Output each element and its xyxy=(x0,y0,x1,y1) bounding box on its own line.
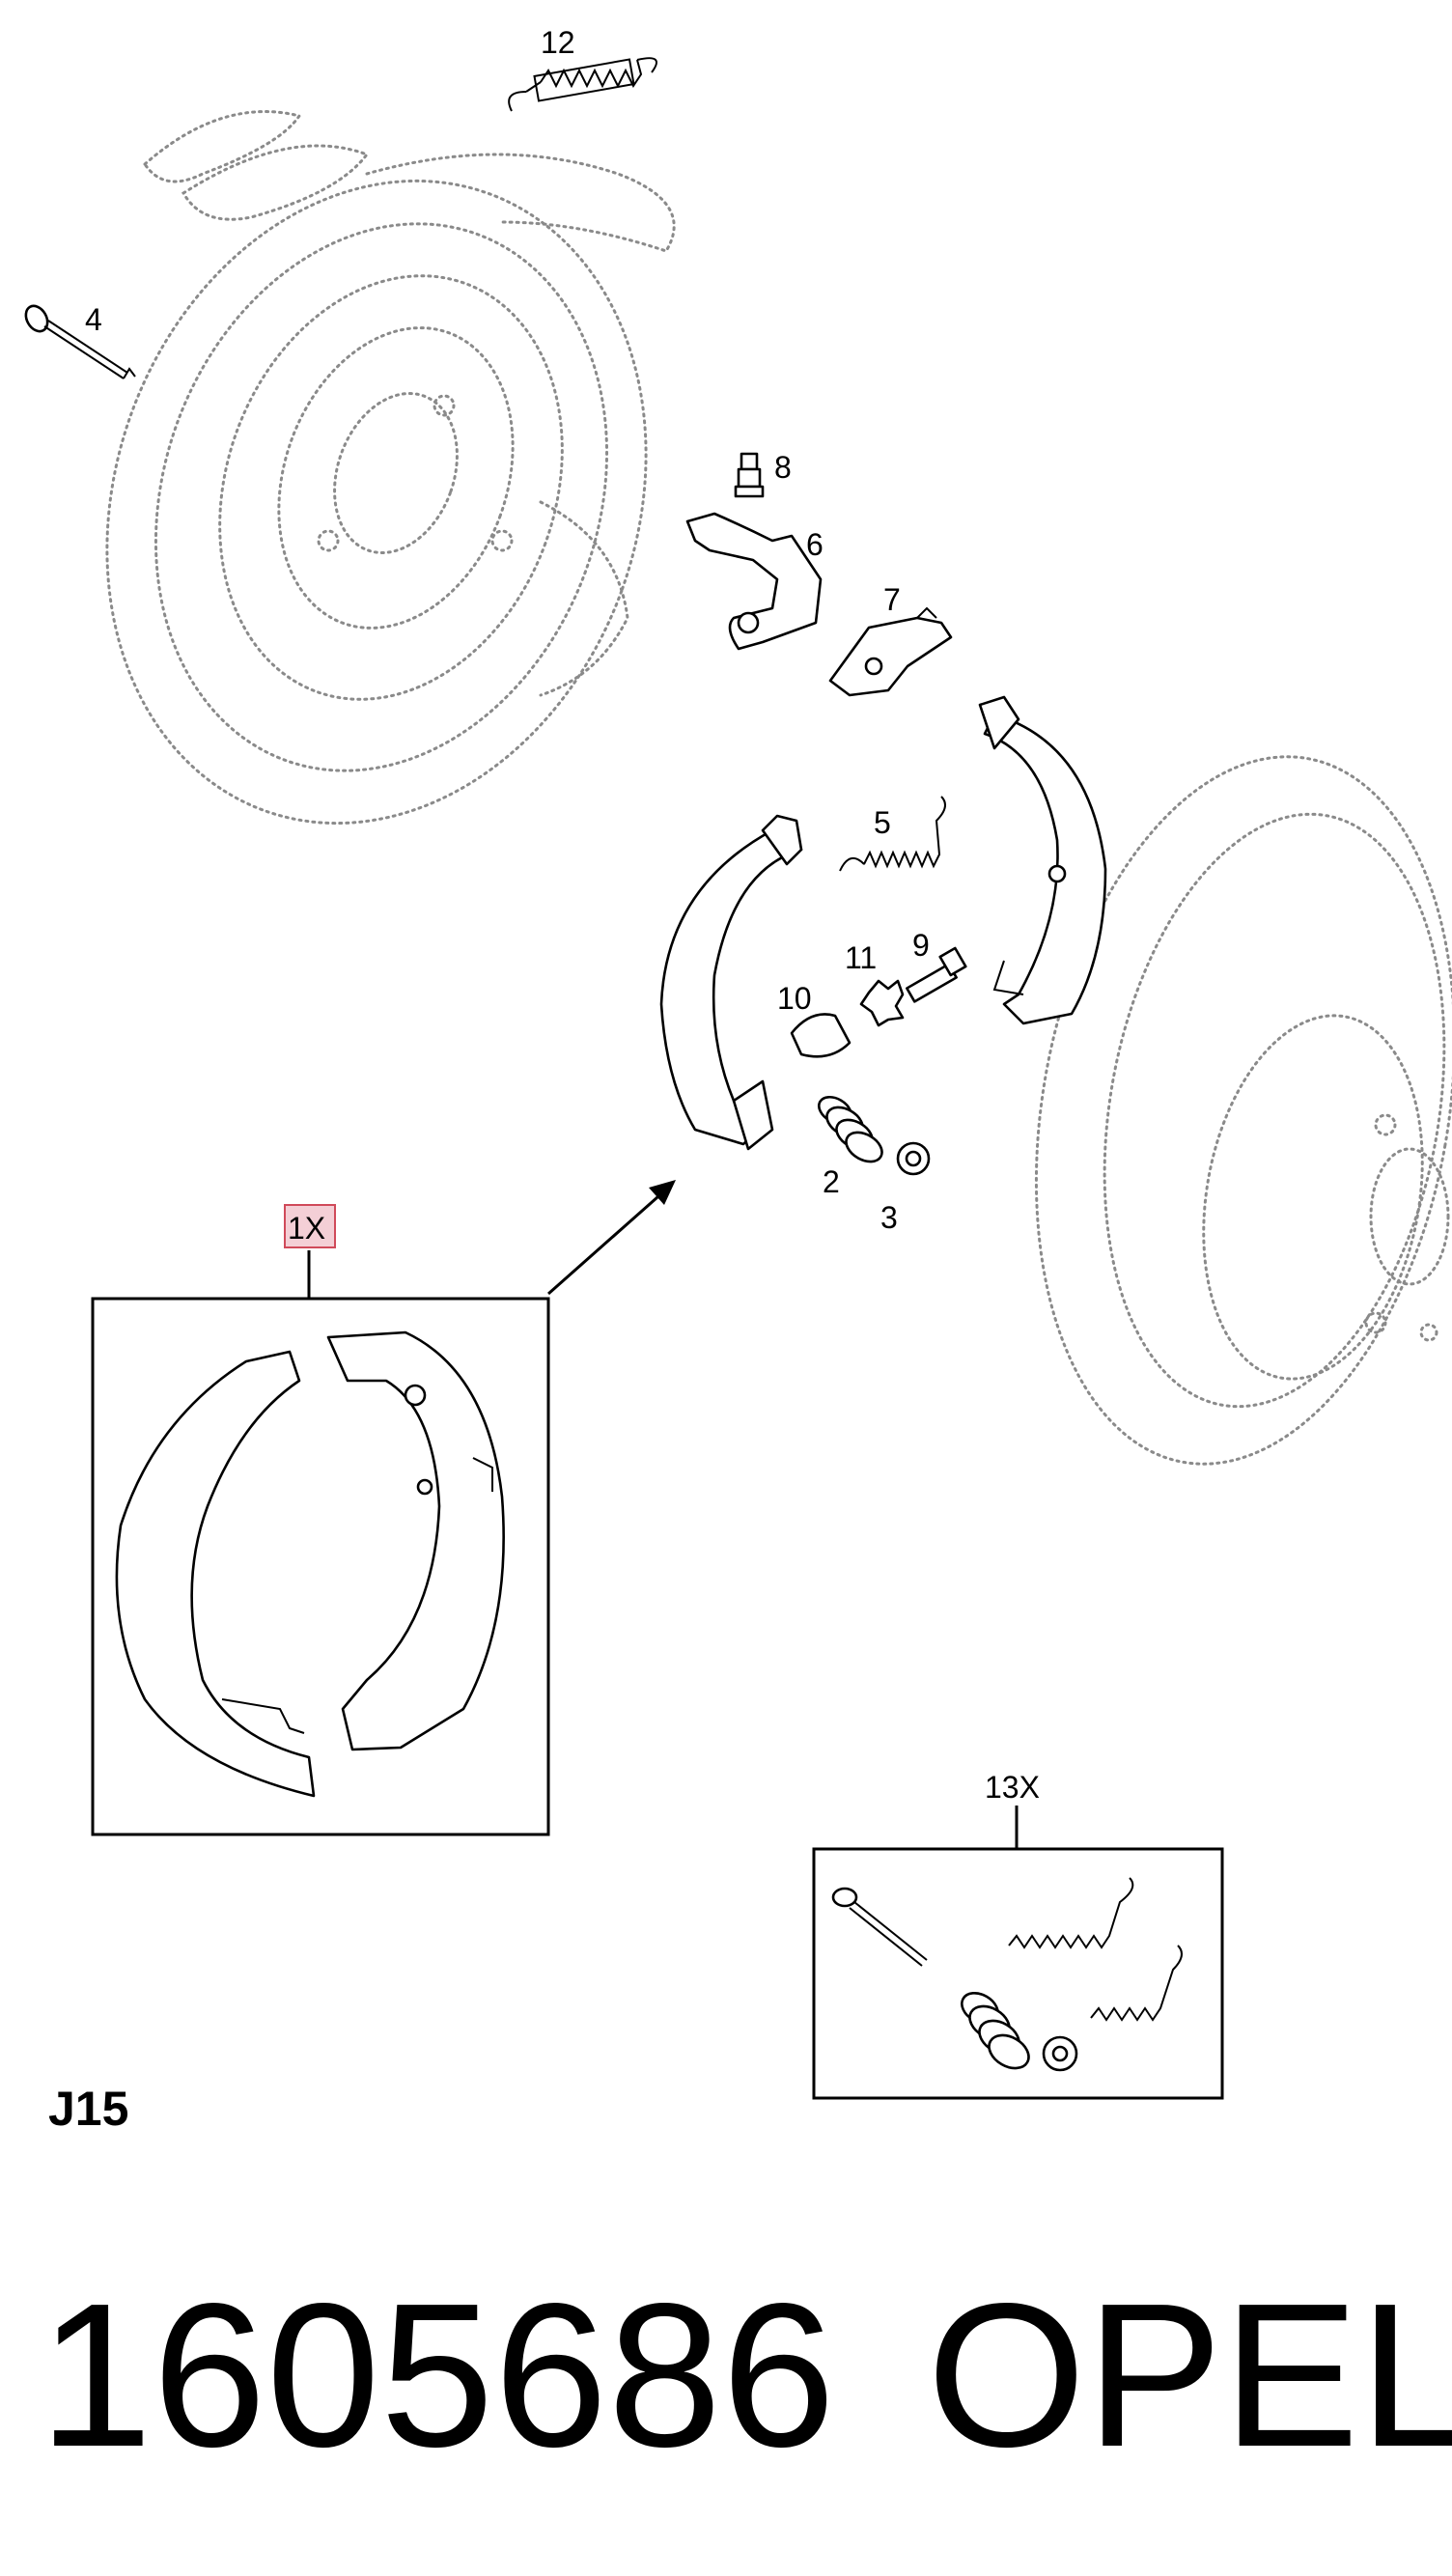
kit-1x-box xyxy=(91,1250,550,1836)
callout-4: 4 xyxy=(85,302,102,337)
part-3-washer xyxy=(896,1141,931,1176)
callout-1x-highlight xyxy=(284,1204,336,1248)
callout-3: 3 xyxy=(880,1200,898,1235)
brake-drum-drawing xyxy=(1034,755,1452,1466)
part-5-spring xyxy=(839,796,946,872)
callout-7: 7 xyxy=(883,582,901,617)
part-11-star-wheel xyxy=(859,979,905,1027)
callout-13x: 13X xyxy=(985,1770,1040,1805)
kit-arrow xyxy=(547,1180,676,1296)
part-7-plate xyxy=(828,606,953,697)
kit-13x-box xyxy=(812,1806,1224,2100)
part-4-pin xyxy=(24,304,136,379)
callout-9: 9 xyxy=(912,928,930,963)
callout-12: 12 xyxy=(541,25,575,60)
part-number: 1605686 xyxy=(39,2260,836,2489)
callout-5: 5 xyxy=(874,805,891,840)
callout-1x: 1X xyxy=(288,1211,325,1246)
backing-plate-drawing xyxy=(105,110,676,826)
part-8-screw xyxy=(734,452,765,498)
callout-6: 6 xyxy=(806,527,824,562)
footer: 1605686 OPEL xyxy=(39,2250,1452,2501)
brand-name: OPEL xyxy=(927,2260,1452,2489)
left-brake-shoe xyxy=(659,814,803,1151)
part-6-lever xyxy=(685,512,823,651)
section-code: J15 xyxy=(48,2082,129,2136)
right-brake-shoe xyxy=(978,695,1107,1025)
callout-10: 10 xyxy=(777,981,812,1016)
part-9-bolt xyxy=(906,946,967,1003)
part-2-spring xyxy=(817,1095,883,1163)
callout-2: 2 xyxy=(823,1164,840,1199)
callout-11: 11 xyxy=(845,940,877,975)
callout-8: 8 xyxy=(774,450,792,485)
part-12-spring xyxy=(508,57,657,112)
part-10-cap xyxy=(790,1013,852,1058)
